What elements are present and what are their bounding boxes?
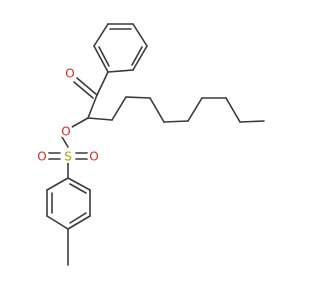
bond [96, 71, 109, 96]
bond [71, 117, 89, 128]
phenyl-ring [93, 23, 148, 96]
bond [73, 81, 94, 99]
bond [87, 117, 113, 121]
sulfonyl-oxygen-left-label: O [37, 150, 46, 164]
bond [149, 97, 165, 123]
bond [125, 96, 151, 99]
sulfonyl-group [47, 152, 89, 178]
ester-oxygen-label: O [61, 125, 70, 139]
molecule-drawing: O O S O O [35, 23, 265, 266]
bond [107, 69, 134, 73]
bond [111, 96, 127, 121]
carbonyl-group [73, 77, 98, 99]
bond [67, 215, 91, 230]
ester-linkage [61, 117, 89, 148]
alkyl-chain [87, 94, 265, 123]
bond [46, 215, 69, 230]
bond [187, 97, 203, 122]
bond [67, 177, 91, 191]
sulfur-atom: S [61, 149, 75, 164]
bond [76, 77, 98, 96]
bond [87, 94, 98, 119]
bond [93, 45, 109, 73]
bond [239, 120, 265, 123]
sulfur-label: S [64, 150, 72, 164]
double-bond-inner [69, 183, 87, 194]
bond [132, 23, 148, 47]
bond [225, 97, 241, 123]
bond [93, 23, 109, 47]
sulfonyl-oxygen-right-atom: O [87, 149, 101, 164]
tolyl-ring [46, 177, 91, 266]
double-bond-inner [98, 46, 110, 67]
bond [61, 136, 69, 148]
bond [132, 45, 148, 71]
double-bond-inner [69, 212, 87, 224]
double-bond-inner [131, 46, 143, 66]
bond [46, 177, 69, 191]
sulfonyl-oxygen-left-atom: O [35, 149, 49, 164]
ester-oxygen-atom: O [59, 124, 73, 139]
carbonyl-oxygen-label: O [65, 67, 74, 81]
structure-diagram: O O S O O [35, 23, 265, 266]
bond [163, 120, 189, 123]
sulfonyl-oxygen-right-label: O [89, 150, 98, 164]
carbonyl-oxygen-atom: O [63, 66, 77, 81]
